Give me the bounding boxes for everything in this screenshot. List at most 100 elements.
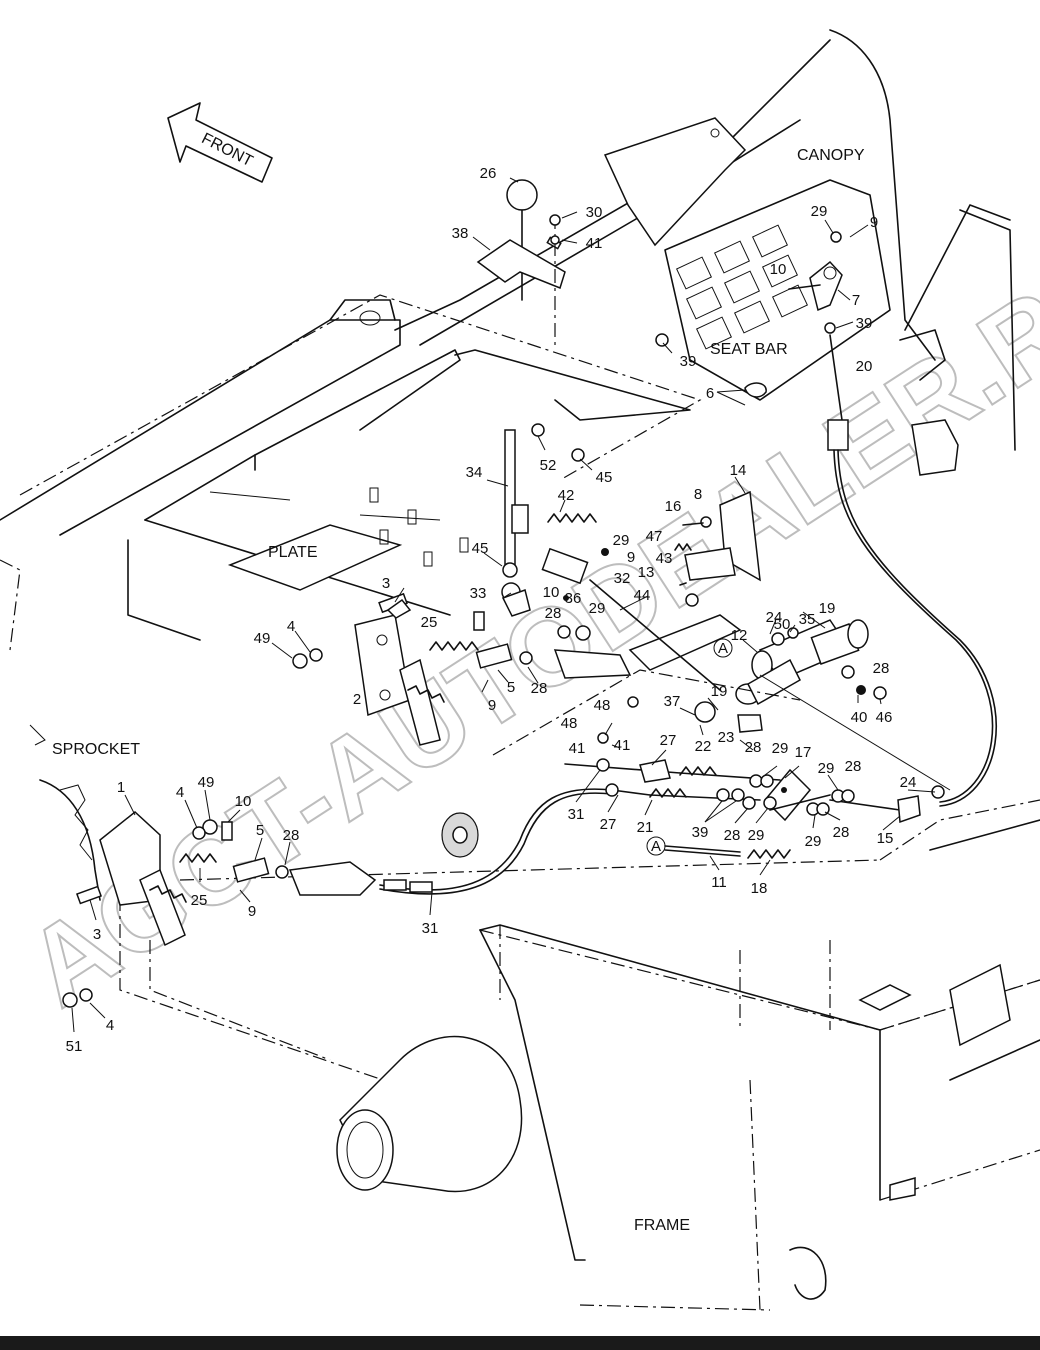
callout-52: 52	[540, 457, 557, 474]
callout-49: 49	[254, 630, 271, 647]
callout-26: 26	[480, 165, 497, 182]
callout-2: 2	[353, 691, 361, 708]
callout-30: 30	[586, 204, 603, 221]
callout-37: 37	[664, 693, 681, 710]
callout-49: 49	[198, 774, 215, 791]
callout-28: 28	[283, 827, 300, 844]
callout-10: 10	[543, 584, 560, 601]
callout-17: 17	[795, 744, 812, 761]
callout-28: 28	[873, 660, 890, 677]
callout-46: 46	[876, 709, 893, 726]
callout-19: 19	[711, 683, 728, 700]
frame-label: FRAME	[634, 1217, 690, 1234]
callout-28: 28	[745, 739, 762, 756]
callout-3: 3	[93, 926, 101, 943]
callout-5: 5	[256, 822, 264, 839]
callout-9: 9	[627, 549, 635, 566]
callout-4: 4	[106, 1017, 114, 1034]
callout-25: 25	[421, 614, 438, 631]
callout-24: 24	[900, 774, 917, 791]
callout-5: 5	[507, 679, 515, 696]
callout-4: 4	[287, 618, 295, 635]
callout-34: 34	[466, 464, 483, 481]
seat-bar-label: SEAT BAR	[710, 341, 788, 358]
callout-29: 29	[811, 203, 828, 220]
callout-48: 48	[561, 715, 578, 732]
callout-27: 27	[660, 732, 677, 749]
callout-41: 41	[614, 737, 631, 754]
sprocket: SPROCKET	[29, 724, 140, 901]
callout-41: 41	[569, 740, 586, 757]
callout-51: 51	[66, 1038, 83, 1055]
callout-10: 10	[235, 793, 252, 810]
callout-47: 47	[646, 528, 663, 545]
bottom-border	[0, 1336, 1040, 1350]
pedal-left	[75, 811, 187, 947]
callout-29: 29	[818, 760, 835, 777]
left-frame-tube	[0, 299, 401, 651]
callout-45: 45	[596, 469, 613, 486]
callout-41: 41	[586, 235, 603, 252]
callout-44: 44	[634, 587, 651, 604]
callout-32: 32	[614, 570, 631, 587]
svg-text:A: A	[651, 838, 661, 855]
svg-text:A: A	[718, 640, 728, 657]
fasteners	[62, 214, 842, 1008]
callout-21: 21	[637, 819, 654, 836]
callout-9: 9	[488, 697, 496, 714]
callout-12: 12	[731, 627, 748, 644]
callout-29: 29	[613, 532, 630, 549]
callout-18: 18	[751, 880, 768, 897]
callout-31: 31	[422, 920, 439, 937]
canopy: CANOPY SEAT BAR	[394, 29, 1016, 476]
callout-29: 29	[805, 833, 822, 850]
callout-28: 28	[845, 758, 862, 775]
reference-marker-a: A A	[646, 638, 733, 856]
callout-14: 14	[730, 462, 747, 479]
callout-10: 10	[770, 261, 787, 278]
callout-19: 19	[819, 600, 836, 617]
callout-11: 11	[711, 874, 727, 891]
callout-29: 29	[589, 600, 606, 617]
callout-28: 28	[545, 605, 562, 622]
plate-label: PLATE	[268, 544, 318, 561]
callout-23: 23	[718, 729, 735, 746]
springs	[179, 513, 791, 863]
callout-29: 29	[748, 827, 765, 844]
callout-33: 33	[470, 585, 487, 602]
callout-36: 36	[565, 590, 582, 607]
callout-35: 35	[799, 611, 816, 628]
callout-9: 9	[248, 903, 256, 920]
callout-13: 13	[638, 564, 655, 581]
callout-42: 42	[558, 487, 575, 504]
sprocket-label: SPROCKET	[52, 741, 140, 758]
callout-7: 7	[852, 292, 860, 309]
leader-lines	[71, 177, 936, 1033]
callout-28: 28	[724, 827, 741, 844]
callout-3: 3	[382, 575, 390, 592]
callout-8: 8	[694, 486, 702, 503]
callout-29: 29	[772, 740, 789, 757]
callout-39: 39	[856, 315, 873, 332]
callout-28: 28	[833, 824, 850, 841]
callout-numbers: 26 30 41 38 39 9 29 10 7 39 20 6 52 45 3…	[66, 165, 917, 1055]
callout-25: 25	[191, 892, 208, 909]
callout-24: 24	[766, 609, 783, 626]
callout-38: 38	[452, 225, 469, 242]
callout-1: 1	[117, 779, 125, 796]
callout-6: 6	[706, 385, 714, 402]
callout-15: 15	[877, 830, 894, 847]
callout-31: 31	[568, 806, 585, 823]
front-arrow: FRONT	[167, 102, 273, 183]
callout-48: 48	[594, 697, 611, 714]
callout-28: 28	[531, 680, 548, 697]
hand-lever	[476, 179, 669, 617]
canopy-label: CANOPY	[797, 147, 865, 164]
callout-16: 16	[665, 498, 682, 515]
callout-20: 20	[856, 358, 873, 375]
callout-4: 4	[176, 784, 184, 801]
callout-39: 39	[692, 824, 709, 841]
rod-44	[589, 579, 721, 691]
